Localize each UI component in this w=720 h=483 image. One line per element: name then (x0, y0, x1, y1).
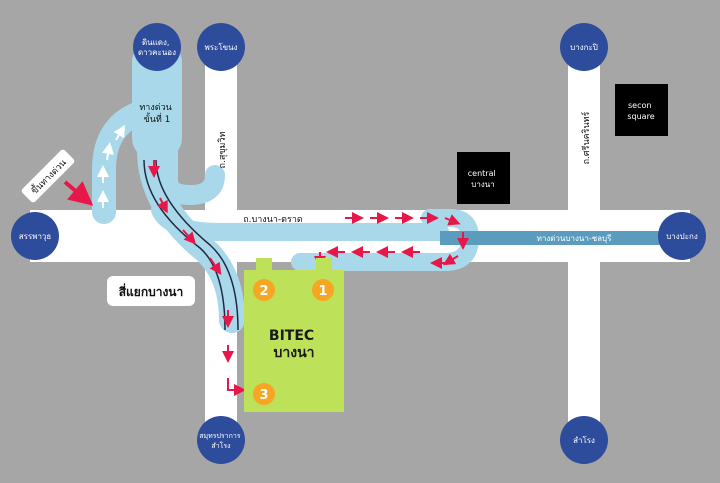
junction-label-box: สี่แยกบางนา (107, 276, 195, 306)
node-bang-pakong[interactable] (658, 212, 706, 260)
route-arrow (442, 253, 459, 266)
node-samut-prakan[interactable] (197, 416, 245, 464)
gate-3-marker[interactable] (253, 383, 275, 405)
onramp-arrows (97, 124, 126, 208)
onramp-arrow (113, 124, 126, 141)
expressway-1-line2: ขั้นที่ 1 (144, 112, 171, 125)
node-sanphawut-label: สรรพาวุธ (19, 232, 52, 241)
gate-2-marker[interactable] (253, 279, 275, 301)
junction-box (107, 276, 195, 306)
secon-label-line2: square (627, 112, 654, 121)
route-arrow (209, 257, 222, 275)
node-din-daeng-label: ดินแดง, ดาวคะนอง (138, 38, 176, 57)
node-bang-kapi[interactable] (560, 23, 608, 71)
route-line (155, 159, 239, 331)
landmark-secon: secon square (615, 84, 668, 136)
samut-prakan-line2: สำโรง (211, 441, 230, 450)
destination-nodes: ดินแดง, ดาวคะนอง พระโขนง บางกะปิ สรรพาวุ… (11, 23, 706, 464)
expressway-1-label: ทางด่วน ขั้นที่ 1 (139, 103, 174, 125)
expressway-top-column (132, 40, 182, 160)
junction-label: สี่แยกบางนา (119, 283, 184, 299)
route-arrow (156, 197, 168, 214)
entry-label-box (21, 149, 75, 203)
route-arrows (148, 160, 469, 396)
onramp-arrow (102, 142, 114, 161)
bitec-label-line2: บางนา (273, 345, 314, 361)
central-label-line1: central (468, 169, 496, 178)
bitec-label-line1: BITEC (269, 328, 314, 344)
bangna-chonburi-expressway (440, 231, 680, 245)
bitec-door (316, 258, 332, 272)
gate-3-label: 3 (259, 388, 268, 403)
secon-building (615, 84, 668, 136)
srinakarin-label: ถ.ศรีนครินทร์ (580, 111, 592, 164)
bangna-trat-label: ถ.บางนา-ตราด (243, 215, 303, 225)
gate-1-label: 1 (318, 284, 327, 299)
route-arrow-to-gate-3 (227, 378, 246, 396)
node-phra-khanong-label: พระโขนง (204, 42, 237, 52)
landmark-central: central บางนา (457, 152, 510, 204)
route-line (143, 159, 226, 331)
route-arrow (444, 214, 461, 226)
node-phra-khanong[interactable] (197, 23, 245, 71)
bitec-label: BITEC บางนา (269, 328, 319, 361)
node-samrong[interactable] (560, 416, 608, 464)
expressway-east-ramp (151, 201, 449, 241)
node-samrong-label: สำโรง (573, 435, 595, 445)
central-label: central บางนา (468, 169, 499, 189)
gates: 2 1 3 (253, 279, 334, 405)
expressway-1-line1: ทางด่วน (139, 103, 171, 113)
central-building (457, 152, 510, 204)
secon-label: secon square (627, 101, 654, 121)
expressway-descent (137, 137, 245, 333)
bangna-chonburi-label: ทางด่วนบางนา-ชลบุรี (537, 234, 613, 243)
bitec-door (256, 258, 272, 272)
din-daeng-line1: ดินแดง, (142, 38, 169, 47)
sukhumvit-label: ถ.สุขุมวิท (217, 131, 228, 168)
din-daeng-line2: ดาวคะนอง (138, 48, 176, 57)
node-bang-kapi-label: บางกะปิ (570, 43, 598, 52)
route-arrow (182, 229, 197, 245)
node-din-daeng[interactable] (133, 23, 181, 71)
central-label-line2: บางนา (471, 180, 494, 189)
samut-prakan-line1: สมุทรปราการ (199, 432, 241, 440)
route-guide-lines (143, 159, 239, 331)
node-sanphawut[interactable] (11, 212, 59, 260)
gate-1-marker[interactable] (312, 279, 334, 301)
node-samut-prakan-label: สมุทรปราการ สำโรง (199, 432, 243, 450)
entry-arrow (63, 180, 94, 206)
node-bang-pakong-label: บางปะกง (666, 232, 698, 241)
gate-2-label: 2 (259, 284, 268, 299)
secon-label-line1: secon (628, 101, 651, 110)
